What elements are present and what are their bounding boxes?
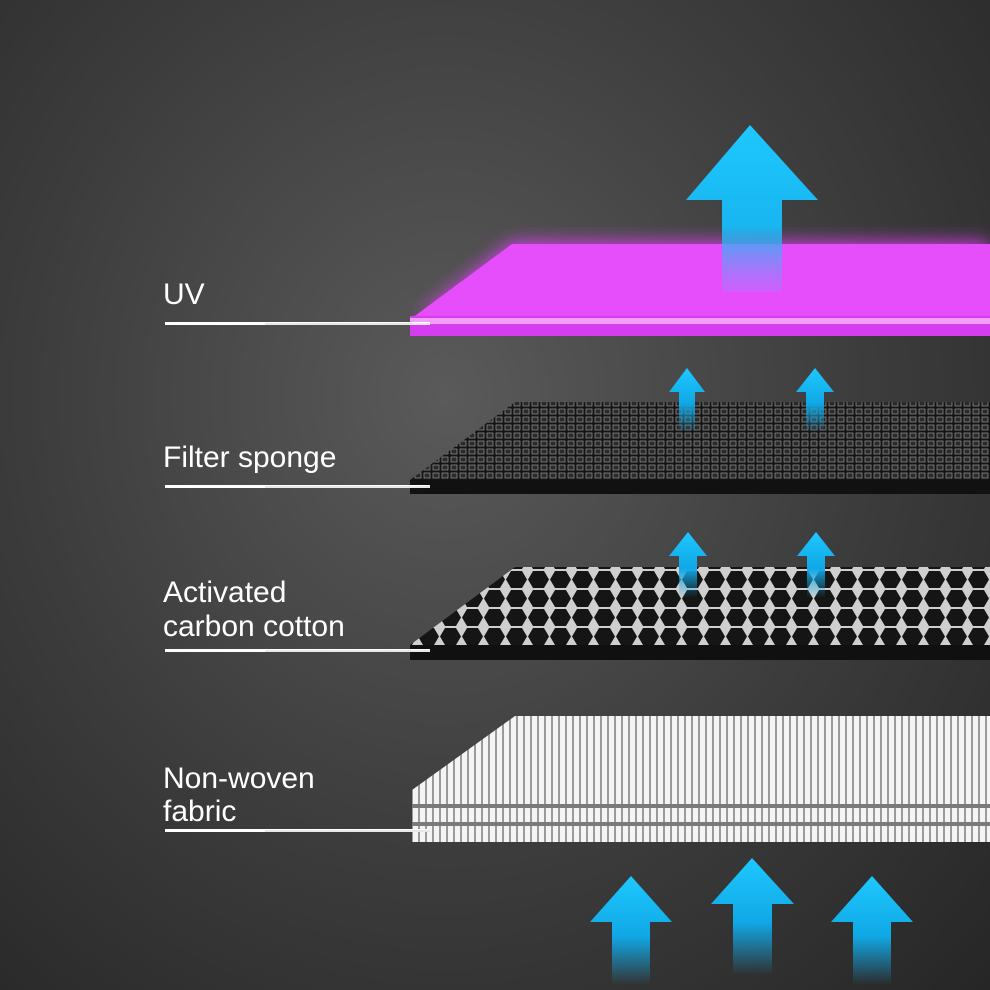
up-arrow-icon [711, 858, 794, 975]
up-arrow-icon [831, 876, 913, 985]
activated-carbon-label-line2: carbon cotton [163, 610, 345, 643]
non-woven-label-line [165, 829, 430, 832]
uv-label: UV [163, 278, 205, 311]
up-arrow-icon [590, 876, 672, 985]
up-arrow-icon [796, 368, 834, 432]
filter-sponge-label: Filter sponge [163, 441, 337, 474]
up-arrow-icon [686, 125, 818, 292]
up-arrow-icon [797, 532, 835, 598]
non-woven-label-line1: Non-woven [163, 762, 315, 795]
activated-carbon-label-line1: Activated [163, 576, 287, 609]
up-arrow-icon [669, 532, 707, 598]
filter-sponge-label-line [165, 485, 430, 488]
uv-label-line [165, 322, 430, 325]
activated-carbon-cotton-layer [410, 567, 990, 660]
filter-sponge-layer [410, 402, 990, 494]
activated-carbon-label-line [165, 649, 430, 652]
uv-layer [410, 242, 990, 336]
non-woven-fabric-layer [412, 716, 990, 842]
up-arrow-icon [669, 368, 705, 432]
non-woven-label-line2: fabric [163, 795, 237, 828]
